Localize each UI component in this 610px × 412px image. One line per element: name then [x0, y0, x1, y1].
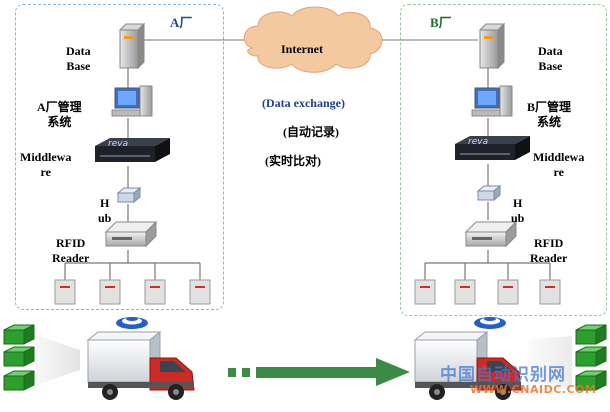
management-pc-icon-b: [471, 85, 513, 117]
chain-lines-b: [424, 68, 551, 280]
chain-lines-a: [64, 68, 201, 280]
database-label-a: Data Base: [66, 44, 91, 73]
rfid-reader-icon-b: [464, 220, 518, 248]
rfid-reader-label-a: RFID Reader: [52, 236, 90, 265]
auto-record-label: (自动记录): [283, 125, 339, 139]
management-system-label-a: A厂管理 系统: [37, 100, 82, 129]
database-server-icon-a: [118, 22, 146, 70]
rf-signal-icon-a: [116, 317, 148, 329]
truck-right-icon: [413, 330, 522, 400]
factory-a-title: A厂: [170, 15, 193, 30]
rfid-reader-icon-a: [104, 220, 158, 248]
internet-cloud: [243, 6, 383, 73]
antenna-panels-a: [54, 279, 211, 305]
truck-left-icon: [86, 330, 195, 400]
factory-b-title: B厂: [430, 15, 452, 30]
device-brand-a: reva: [108, 139, 129, 149]
realtime-compare-label: (实时比对): [265, 154, 321, 168]
data-exchange-label: (Data exchange): [262, 96, 345, 110]
management-pc-icon-a: [111, 85, 153, 117]
cargo-crates-right-icon: [575, 324, 607, 391]
watermark-url: WWW.CNAIDC.COM: [470, 383, 597, 396]
watermark-title: 中国自动识别网: [440, 365, 566, 385]
cargo-crates-left-icon: [3, 324, 35, 391]
hub-icon-b: [476, 184, 502, 202]
antenna-panels-b: [414, 279, 561, 305]
middleware-label-a: Middlewa re: [20, 150, 72, 179]
management-system-label-b: B厂管理 系统: [527, 100, 572, 129]
internet-label: Internet: [281, 42, 323, 56]
hub-icon-a: [116, 186, 142, 204]
rf-signal-icon-b: [474, 317, 506, 329]
factory-a-box: [15, 4, 224, 310]
hub-label-a: H ub: [98, 196, 112, 225]
hub-label-b: H ub: [511, 196, 525, 225]
device-brand-b: reva: [468, 137, 489, 147]
middleware-label-b: Middlewa re: [533, 150, 585, 179]
middleware-appliance-icon-b: [455, 136, 530, 160]
rfid-reader-label-b: RFID Reader: [530, 236, 568, 265]
middleware-appliance-icon-a: [95, 138, 170, 162]
transport-arrow-icon: [228, 358, 410, 386]
database-label-b: Data Base: [538, 44, 563, 73]
factory-b-box: [400, 4, 607, 316]
database-server-icon-b: [478, 22, 506, 70]
